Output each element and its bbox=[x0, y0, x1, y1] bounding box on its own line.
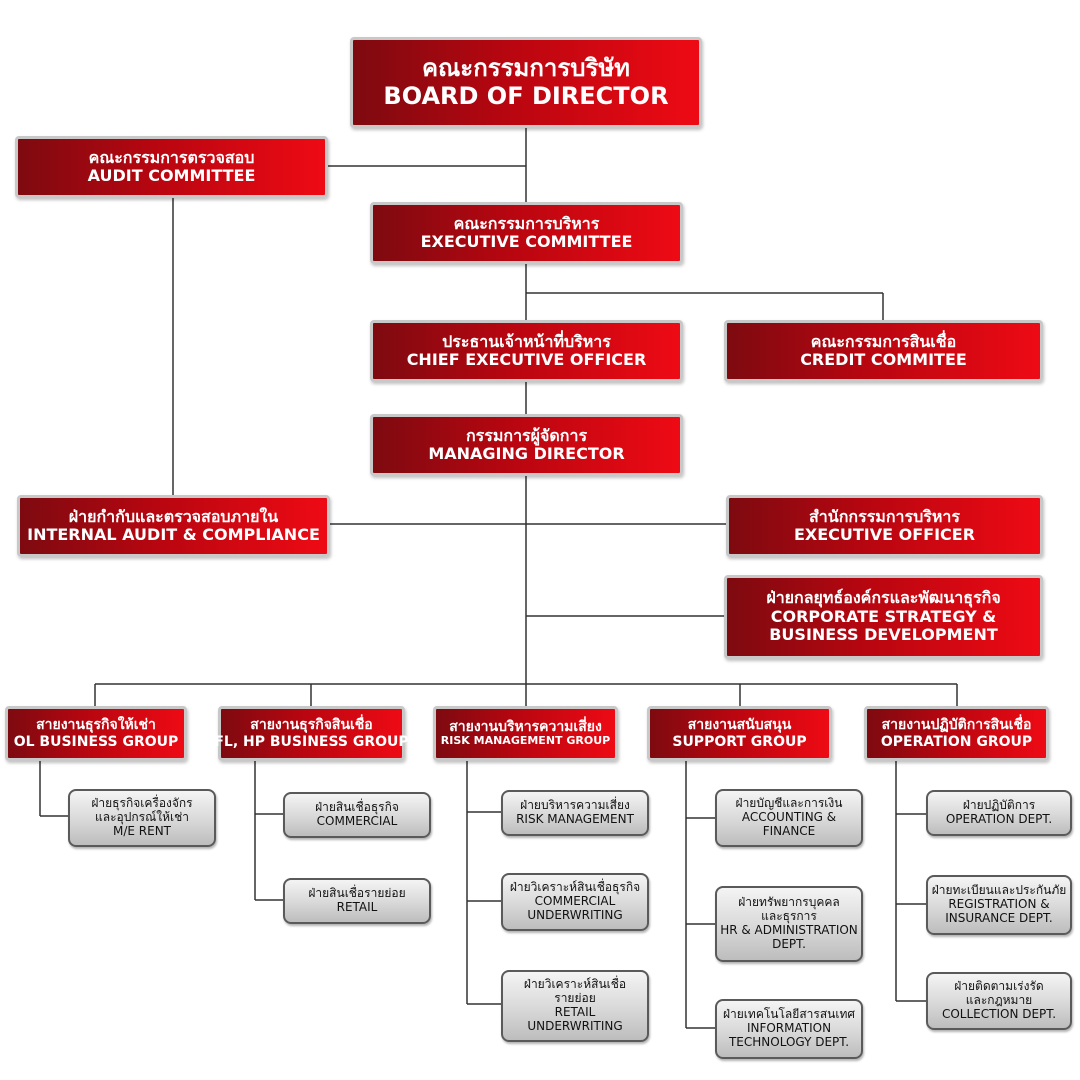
group-en: OL BUSINESS GROUP bbox=[13, 733, 179, 750]
group-box-risk-management: สายงานบริหารความเสี่ยง RISK MANAGEMENT G… bbox=[433, 706, 618, 761]
internal-audit-en: INTERNAL AUDIT & COMPLIANCE bbox=[27, 525, 320, 544]
dept-line: OPERATION DEPT. bbox=[945, 812, 1053, 826]
dept-line: DEPT. bbox=[772, 936, 806, 951]
group-box-operation: สายงานปฏิบัติการสินเชื่อ OPERATION GROUP bbox=[864, 706, 1049, 761]
ceo-en: CHIEF EXECUTIVE OFFICER bbox=[406, 350, 647, 369]
corporate-strategy-box: ฝ่ายกลยุทธ์องค์กรและพัฒนาธุรกิจ CORPORAT… bbox=[724, 575, 1043, 659]
credit-committee-box: คณะกรรมการสินเชื่อ CREDIT COMMITEE bbox=[724, 320, 1043, 382]
dept-line: และกฎหมาย bbox=[965, 993, 1033, 1008]
dept-line: FINANCE bbox=[762, 823, 816, 838]
dept-line: REGISTRATION & bbox=[948, 897, 1050, 912]
executive-officer-th: สำนักกรรมการบริหาร bbox=[809, 506, 960, 526]
board-of-director-box: คณะกรรมการบริษัท BOARD OF DIRECTOR bbox=[350, 37, 702, 128]
group-box-fl-hp-business: สายงานธุรกิจสินเชื่อ FL, HP BUSINESS GRO… bbox=[214, 706, 409, 761]
ceo-th: ประธานเจ้าหน้าที่บริหาร bbox=[442, 331, 611, 351]
managing-director-th: กรรมการผู้จัดการ bbox=[465, 425, 588, 445]
dept-line: RETAIL bbox=[336, 900, 378, 914]
dept-line: ฝ่ายบริหารความเสี่ยง bbox=[520, 798, 630, 813]
credit-committee-th: คณะกรรมการสินเชื่อ bbox=[810, 331, 957, 351]
ceo-box: ประธานเจ้าหน้าที่บริหาร CHIEF EXECUTIVE … bbox=[370, 320, 683, 382]
managing-director-en: MANAGING DIRECTOR bbox=[428, 444, 625, 463]
internal-audit-box: ฝ่ายกำกับและตรวจสอบภายใน INTERNAL AUDIT … bbox=[17, 495, 330, 557]
corporate-strategy-en-2: BUSINESS DEVELOPMENT bbox=[769, 625, 998, 645]
executive-officer-en: EXECUTIVE OFFICER bbox=[793, 525, 976, 544]
dept-line: ฝ่ายบัญชีและการเงิน bbox=[735, 796, 843, 811]
group-th: สายงานธุรกิจให้เช่า bbox=[36, 717, 156, 734]
dept-box-commercial-underwriting: ฝ่ายวิเคราะห์สินเชื่อธุรกิจ COMMERCIAL U… bbox=[501, 873, 649, 931]
executive-committee-box: คณะกรรมการบริหาร EXECUTIVE COMMITTEE bbox=[370, 202, 683, 264]
dept-line: COMMERCIAL bbox=[534, 894, 616, 909]
dept-box-retail-underwriting: ฝ่ายวิเคราะห์สินเชื่อ รายย่อย RETAIL UND… bbox=[501, 970, 649, 1042]
dept-box-information-technology: ฝ่ายเทคโนโลยีสารสนเทศ INFORMATION TECHNO… bbox=[715, 999, 863, 1059]
dept-line: UNDERWRITING bbox=[527, 907, 623, 922]
dept-line: รายย่อย bbox=[554, 991, 596, 1006]
group-box-ol-business: สายงานธุรกิจให้เช่า OL BUSINESS GROUP bbox=[5, 706, 187, 761]
dept-line: ฝ่ายสินเชื่อธุรกิจ bbox=[315, 800, 399, 815]
dept-box-me-rent: ฝ่ายธุรกิจเครื่องจักร และอุปกรณ์ให้เช่า … bbox=[68, 789, 216, 847]
dept-line: RISK MANAGEMENT bbox=[516, 812, 634, 826]
dept-line: ฝ่ายวิเคราะห์สินเชื่อธุรกิจ bbox=[509, 880, 641, 895]
managing-director-box: กรรมการผู้จัดการ MANAGING DIRECTOR bbox=[370, 414, 683, 476]
group-en: OPERATION GROUP bbox=[880, 733, 1033, 750]
dept-line: INSURANCE DEPT. bbox=[945, 910, 1053, 925]
dept-box-commercial: ฝ่ายสินเชื่อธุรกิจ COMMERCIAL bbox=[283, 792, 431, 838]
executive-officer-box: สำนักกรรมการบริหาร EXECUTIVE OFFICER bbox=[726, 495, 1043, 557]
dept-line: และธุรการ bbox=[761, 909, 817, 924]
dept-line: ฝ่ายวิเคราะห์สินเชื่อ bbox=[523, 977, 627, 992]
dept-line: M/E RENT bbox=[112, 823, 172, 838]
dept-line: ACCOUNTING & bbox=[741, 810, 837, 825]
dept-box-registration-insurance: ฝ่ายทะเบียนและประกันภัย REGISTRATION & I… bbox=[926, 875, 1072, 935]
dept-line: COMMERCIAL bbox=[316, 814, 398, 828]
credit-committee-en: CREDIT COMMITEE bbox=[800, 350, 967, 369]
audit-committee-box: คณะกรรมการตรวจสอบ AUDIT COMMITTEE bbox=[15, 136, 328, 198]
board-en: BOARD OF DIRECTOR bbox=[383, 81, 669, 110]
dept-line: RETAIL bbox=[554, 1005, 596, 1019]
dept-line: และอุปกรณ์ให้เช่า bbox=[95, 810, 189, 825]
executive-committee-en: EXECUTIVE COMMITTEE bbox=[420, 232, 633, 251]
dept-box-hr-administration: ฝ่ายทรัพยากรบุคคล และธุรการ HR & ADMINIS… bbox=[715, 886, 863, 962]
dept-box-operation: ฝ่ายปฏิบัติการ OPERATION DEPT. bbox=[926, 790, 1072, 836]
dept-box-retail: ฝ่ายสินเชื่อรายย่อย RETAIL bbox=[283, 878, 431, 924]
dept-line: ฝ่ายสินเชื่อรายย่อย bbox=[308, 886, 406, 901]
dept-line: UNDERWRITING bbox=[527, 1018, 623, 1033]
group-th: สายงานบริหารความเสี่ยง bbox=[449, 719, 602, 736]
dept-line: ฝ่ายเทคโนโลยีสารสนเทศ bbox=[723, 1007, 855, 1022]
group-en: RISK MANAGEMENT GROUP bbox=[440, 734, 611, 748]
dept-line: TECHNOLOGY DEPT. bbox=[728, 1034, 850, 1049]
dept-line: ฝ่ายทรัพยากรบุคคล bbox=[738, 895, 840, 910]
group-th: สายงานธุรกิจสินเชื่อ bbox=[250, 717, 373, 734]
executive-committee-th: คณะกรรมการบริหาร bbox=[453, 213, 600, 233]
board-th: คณะกรรมการบริษัท bbox=[421, 53, 630, 82]
dept-box-risk-management: ฝ่ายบริหารความเสี่ยง RISK MANAGEMENT bbox=[501, 790, 649, 836]
audit-committee-th: คณะกรรมการตรวจสอบ bbox=[88, 147, 255, 167]
group-en: SUPPORT GROUP bbox=[672, 733, 807, 750]
group-th: สายงานสนับสนุน bbox=[687, 717, 792, 734]
internal-audit-th: ฝ่ายกำกับและตรวจสอบภายใน bbox=[68, 506, 279, 526]
dept-line: INFORMATION bbox=[746, 1021, 832, 1036]
corporate-strategy-en-1: CORPORATE STRATEGY & bbox=[770, 606, 997, 626]
corporate-strategy-th: ฝ่ายกลยุทธ์องค์กรและพัฒนาธุรกิจ bbox=[766, 588, 1001, 608]
dept-line: ฝ่ายธุรกิจเครื่องจักร bbox=[91, 796, 193, 811]
group-th: สายงานปฏิบัติการสินเชื่อ bbox=[881, 717, 1032, 734]
dept-line: ฝ่ายติดตามเร่งรัด bbox=[954, 979, 1044, 994]
dept-line: COLLECTION DEPT. bbox=[941, 1006, 1057, 1021]
dept-line: ฝ่ายทะเบียนและประกันภัย bbox=[931, 883, 1067, 898]
audit-committee-en: AUDIT COMMITTEE bbox=[87, 166, 256, 185]
dept-box-accounting-finance: ฝ่ายบัญชีและการเงิน ACCOUNTING & FINANCE bbox=[715, 789, 863, 847]
group-box-support: สายงานสนับสนุน SUPPORT GROUP bbox=[647, 706, 832, 761]
group-en: FL, HP BUSINESS GROUP bbox=[214, 733, 409, 750]
dept-line: ฝ่ายปฏิบัติการ bbox=[962, 798, 1036, 813]
dept-box-collection: ฝ่ายติดตามเร่งรัด และกฎหมาย COLLECTION D… bbox=[926, 972, 1072, 1030]
dept-line: HR & ADMINISTRATION bbox=[720, 923, 858, 937]
